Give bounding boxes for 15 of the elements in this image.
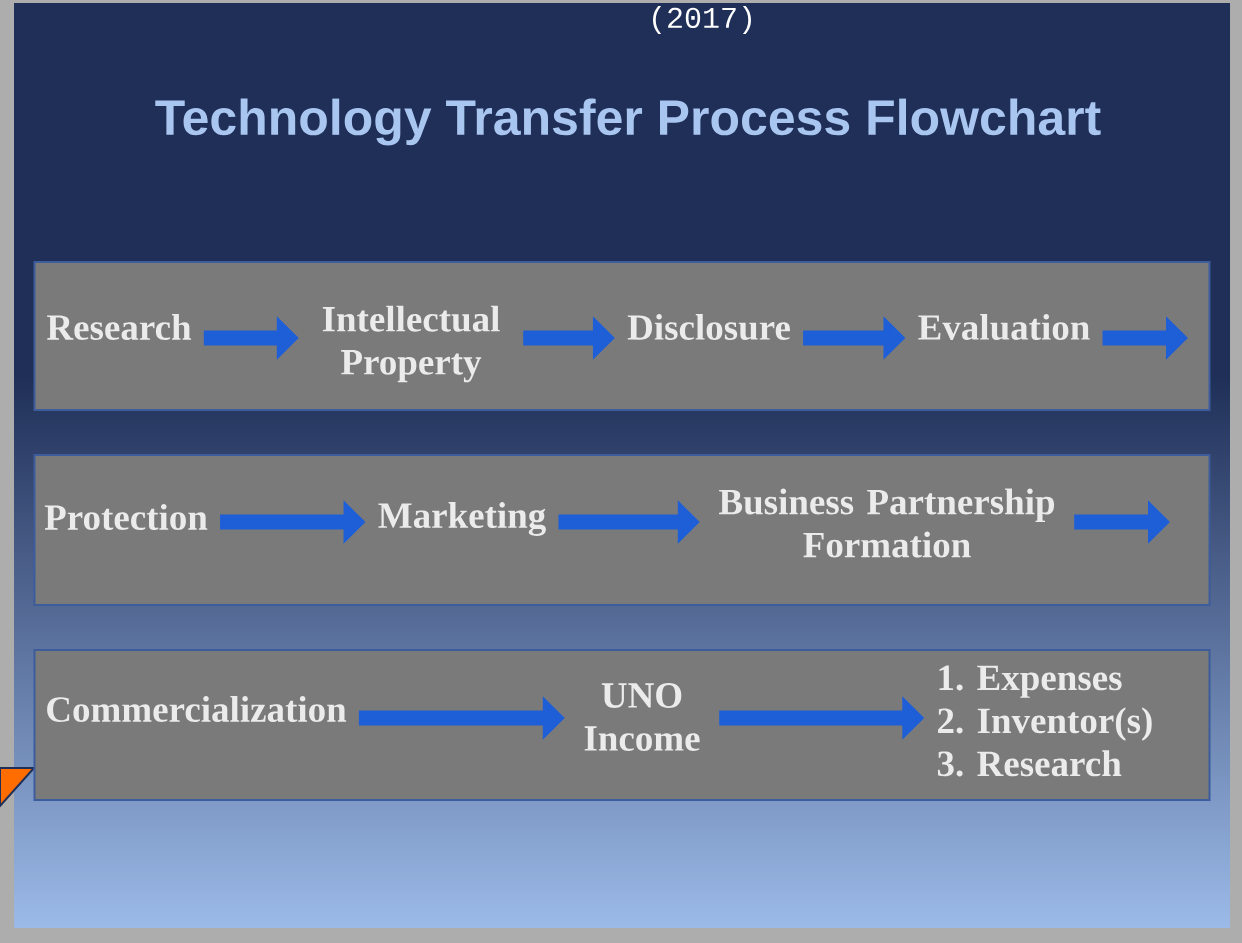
title: Technology Transfer Process Flowchart (155, 98, 1101, 146)
band (33, 454, 1211, 606)
step-label: Evaluation (918, 313, 1090, 341)
step-label: Commercialization (47, 696, 347, 723)
step-label: Marketing (378, 502, 546, 536)
step-label: UNO Income (584, 683, 700, 751)
band (33, 261, 1211, 411)
step-label: Disclosure (627, 313, 790, 341)
step-label: Research (47, 314, 192, 340)
step-label: 1. Expenses 2. Inventor(s) 3. Research (937, 665, 1152, 777)
band (33, 649, 1211, 801)
step-label: Business Partnership Formation (719, 488, 1055, 558)
year-label: (2017) (653, 6, 751, 34)
step-label: Protection (44, 504, 208, 530)
step-label: Intellectual Property (322, 305, 500, 383)
